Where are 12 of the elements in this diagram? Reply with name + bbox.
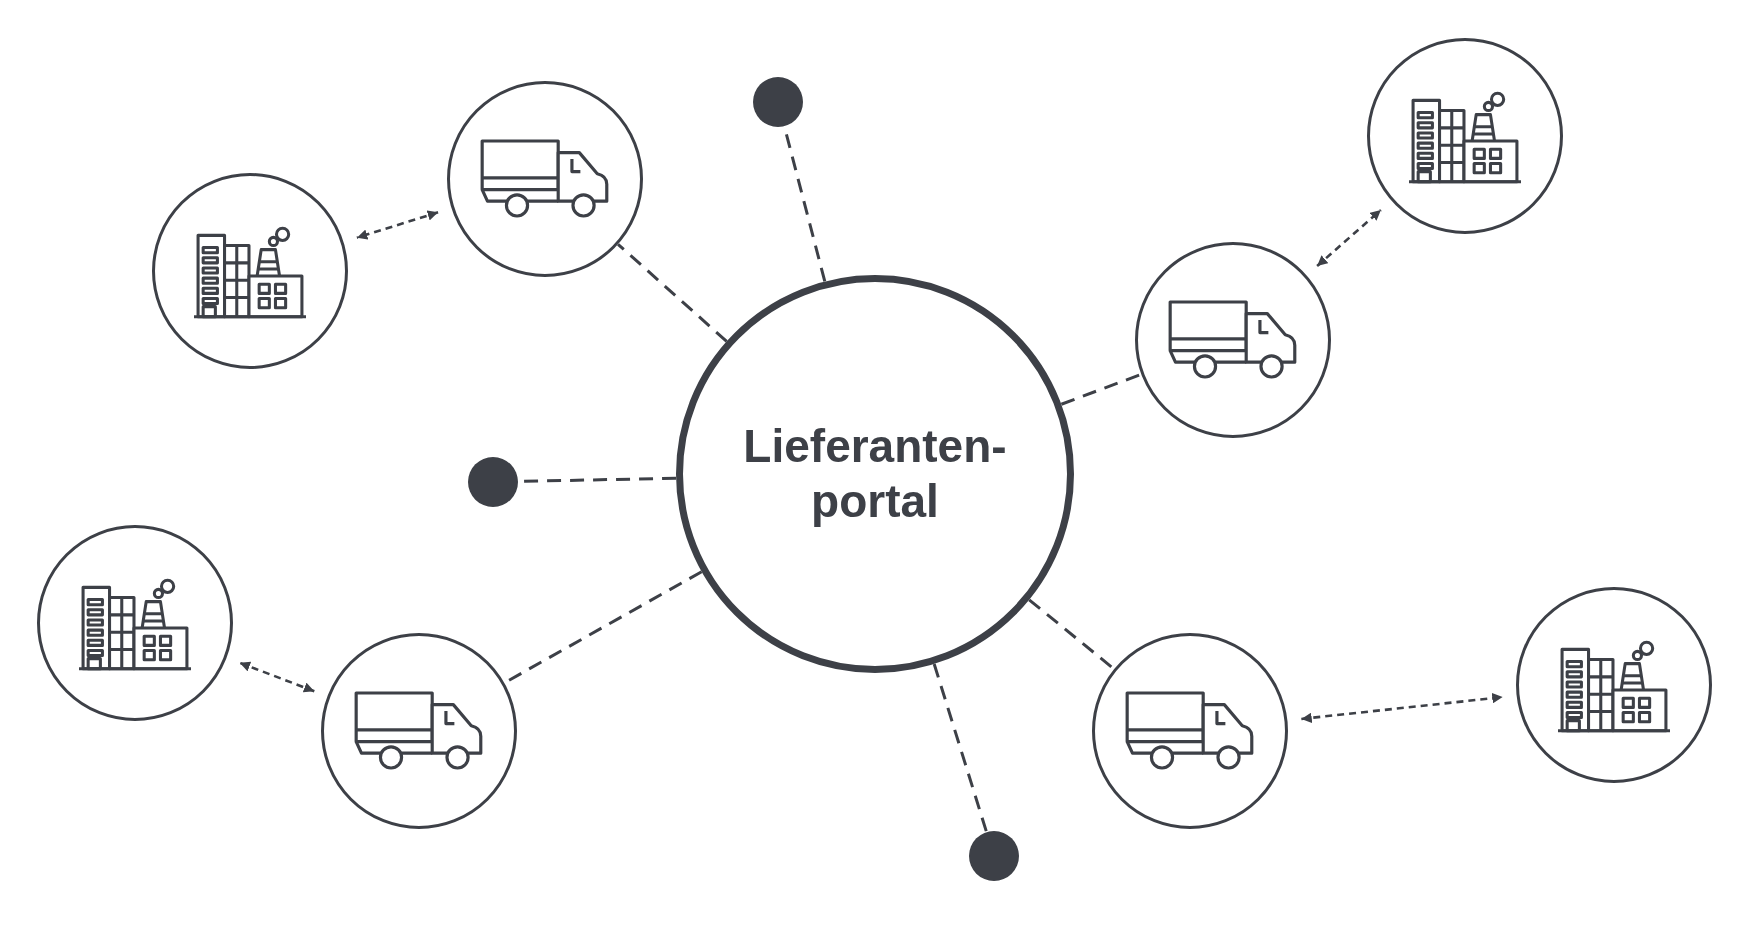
- double-arrow: [1301, 693, 1503, 723]
- dot-marker: [969, 831, 1019, 881]
- double-arrow: [239, 661, 315, 693]
- dashed-connector: [1060, 372, 1142, 406]
- dashed-connector: [932, 663, 988, 833]
- double-arrow: [1316, 209, 1382, 267]
- portal-title: Lieferanten- portal: [742, 418, 1008, 529]
- double-arrow: [356, 210, 439, 240]
- dot-marker: [753, 77, 803, 127]
- dashed-connector: [617, 243, 728, 343]
- dashed-connector: [1028, 598, 1115, 671]
- dot-marker: [468, 457, 518, 507]
